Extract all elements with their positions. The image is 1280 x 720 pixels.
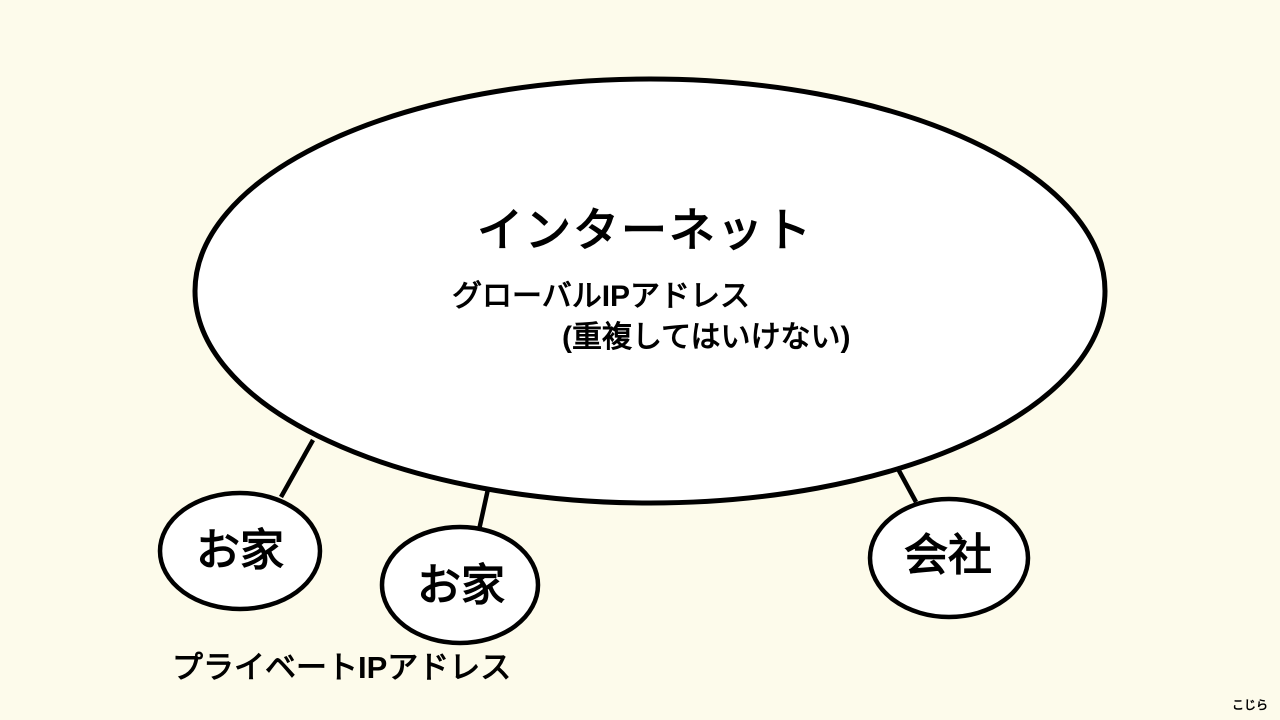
watermark-signature: こじら: [1232, 698, 1269, 712]
no-duplicate-note: (重複してはいけない): [562, 321, 851, 354]
private-ip-caption: プライベートIPアドレス: [172, 650, 512, 685]
connector-line-company: [895, 465, 918, 504]
internet-ellipse: [192, 76, 1108, 506]
node-ellipse-home-1: [157, 490, 323, 612]
node-label-home-2: お家: [417, 560, 505, 610]
global-ip-label: グローバルIPアドレス: [452, 280, 751, 313]
node-ellipse-company: [867, 496, 1031, 620]
connector-line-home-1: [279, 438, 315, 499]
internet-title: インターネット: [477, 204, 813, 256]
connector-line-home-2: [476, 488, 491, 531]
node-label-home-1: お家: [196, 525, 284, 575]
node-ellipse-home-2: [379, 524, 541, 646]
node-label-company: 会社: [904, 530, 992, 580]
